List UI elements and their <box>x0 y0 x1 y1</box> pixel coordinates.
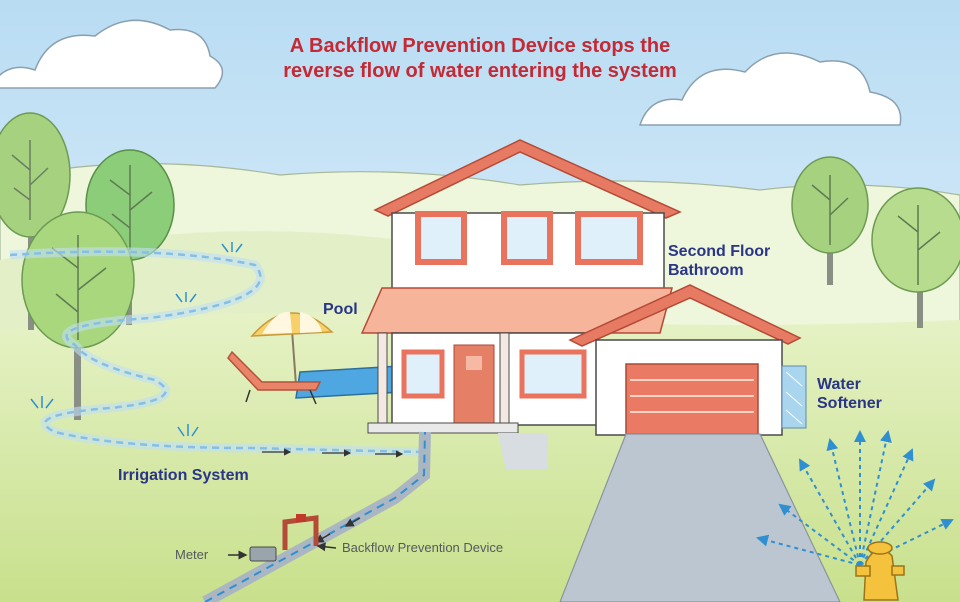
umbrella-icon <box>250 311 334 386</box>
pool-label: Pool <box>323 301 358 318</box>
title-line-2: reverse flow of water entering the syste… <box>283 60 677 82</box>
fire-hydrant-icon <box>855 541 905 601</box>
second-floor-label-line-1: Second Floor <box>668 243 771 260</box>
irrigation-line-shadow <box>9 247 421 457</box>
sprinkler-icon <box>30 396 54 409</box>
upper-windows <box>415 211 643 265</box>
cloud-left <box>0 19 224 89</box>
water-softener-unit <box>781 365 807 429</box>
porch-step <box>367 422 519 434</box>
sprinkler-icon <box>177 424 199 437</box>
lounge-chair-icon <box>227 350 322 405</box>
lower-window-left <box>401 349 445 399</box>
garage-roof <box>568 284 802 347</box>
tree-icon <box>791 156 869 285</box>
meter-label: Meter <box>175 547 209 562</box>
backflow-device-label: Backflow Prevention Device <box>342 540 504 555</box>
tree-icon <box>871 187 960 328</box>
water-softener-label: Water Softener <box>817 375 882 413</box>
porch-post-right <box>499 332 510 426</box>
water-softener-label-line-2: Softener <box>817 395 882 412</box>
irrigation-arrows <box>262 448 404 458</box>
walkway <box>498 433 548 470</box>
water-softener-label-line-1: Water <box>817 376 861 393</box>
garage-door <box>625 363 759 435</box>
porch-post-left <box>377 332 388 426</box>
second-floor-bathroom-label: Second Floor Bathroom <box>668 242 770 280</box>
clouds <box>0 19 902 126</box>
sprinkler-icon <box>221 242 243 253</box>
cloud-right <box>638 52 902 126</box>
sprinkler-icon <box>175 292 197 303</box>
tree-icon <box>21 211 135 420</box>
meter-icon <box>228 546 277 562</box>
house <box>360 139 807 436</box>
second-floor-label-line-2: Bathroom <box>668 262 744 279</box>
driveway <box>559 433 841 602</box>
front-door-window <box>466 356 482 370</box>
lower-window-right <box>519 349 587 399</box>
diagram-title: A Backflow Prevention Device stops the r… <box>0 34 960 84</box>
irrigation-system-label: Irrigation System <box>118 467 249 484</box>
hydrant-spray <box>756 430 954 566</box>
title-line-1: A Backflow Prevention Device stops the <box>289 35 671 57</box>
backflow-device-icon <box>282 514 337 552</box>
upper-roof <box>373 139 682 219</box>
